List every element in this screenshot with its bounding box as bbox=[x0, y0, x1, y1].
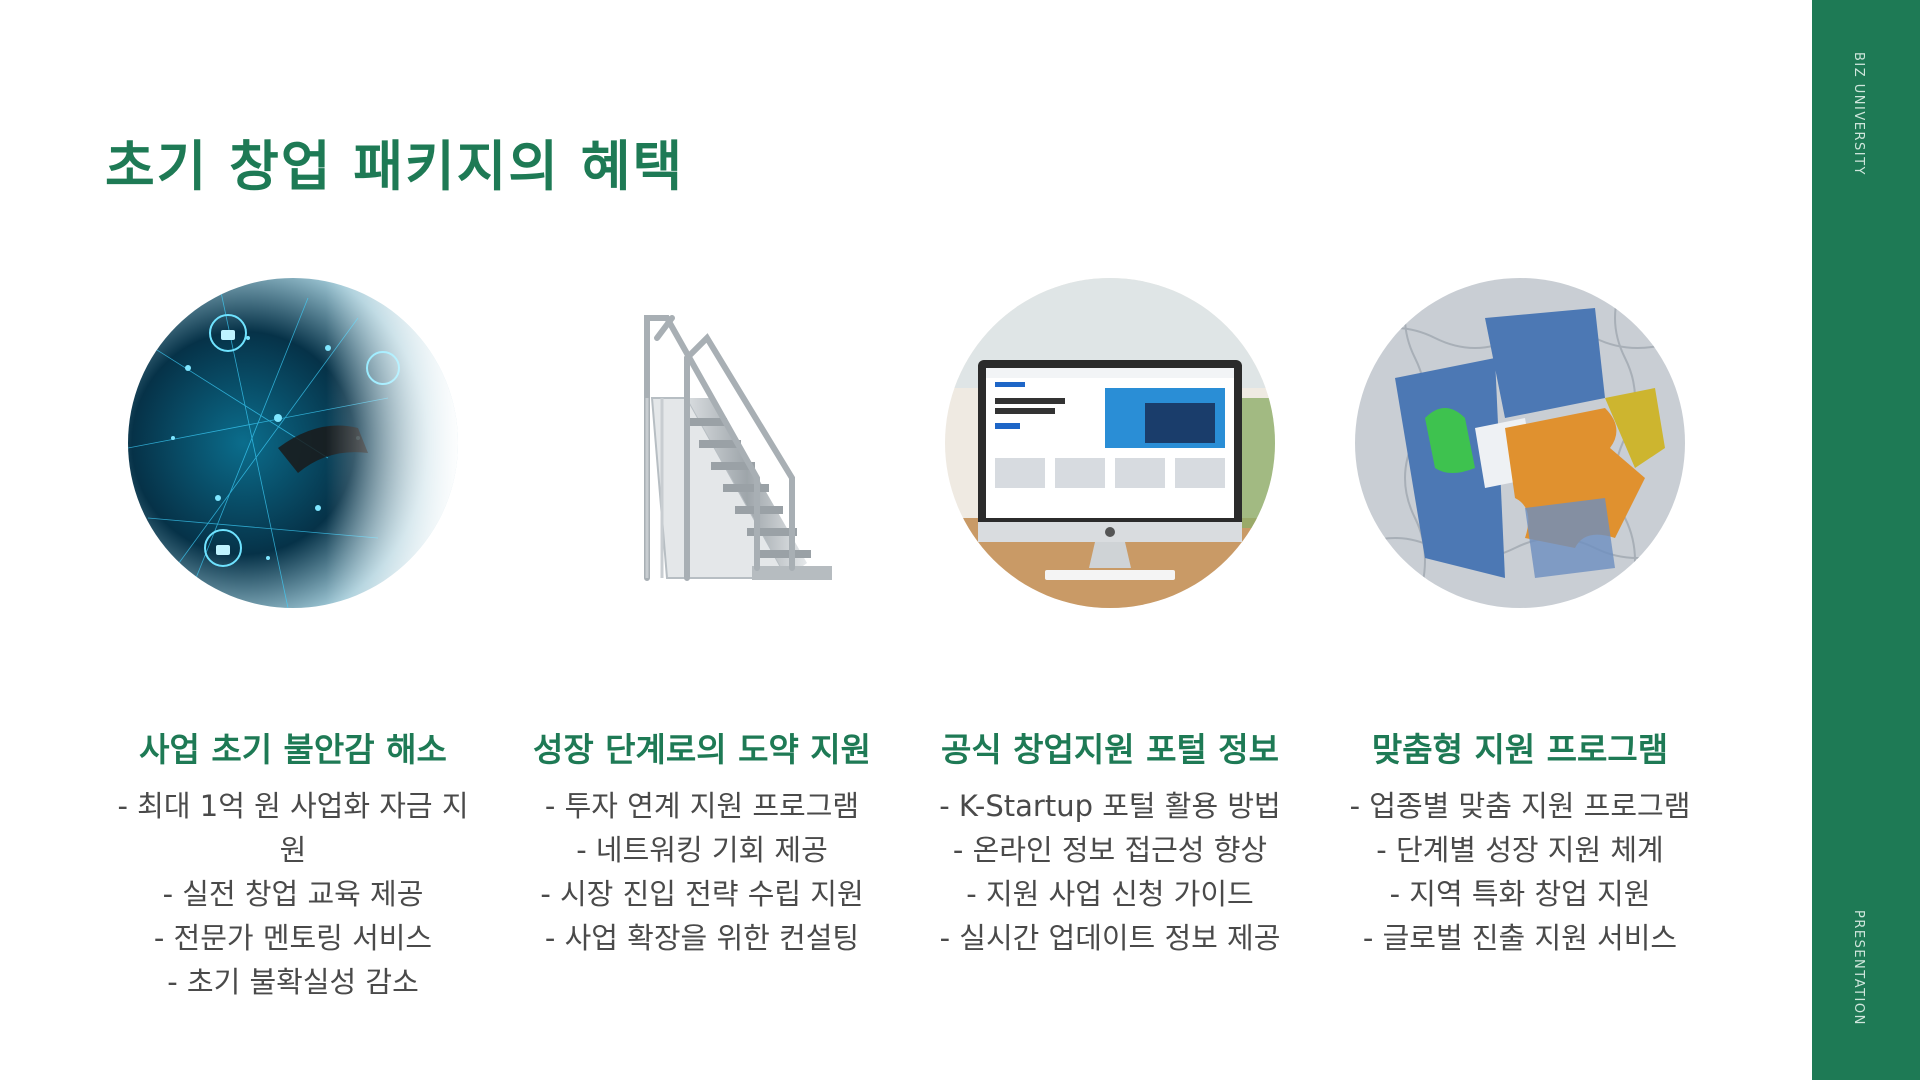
bullet-item: - 실전 창업 교육 제공 bbox=[162, 876, 424, 911]
bullet-item: - 지역 특화 창업 지원 bbox=[1389, 876, 1651, 911]
bullet-item: - 투자 연계 지원 프로그램 bbox=[544, 788, 860, 823]
bullet-item: - 사업 확장을 위한 컨설팅 bbox=[544, 920, 860, 955]
benefit-card: 공식 창업지원 포털 정보 - K-Startup 포털 활용 방법 - 온라인… bbox=[905, 278, 1315, 960]
stairs-icon bbox=[537, 278, 867, 608]
bullet-item: - 글로벌 진출 지원 서비스 bbox=[1362, 920, 1678, 955]
bullet-item: - 실시간 업데이트 정보 제공 bbox=[939, 920, 1281, 955]
bullet-list: - 업종별 맞춤 지원 프로그램 - 단계별 성장 지원 체계 - 지역 특화 … bbox=[1315, 784, 1725, 960]
bullet-item: - 업종별 맞춤 지원 프로그램 bbox=[1349, 788, 1691, 823]
bullet-item: - 최대 1억 원 사업화 자금 지원 bbox=[117, 788, 469, 867]
sidebar-label-bottom: PRESENTATION bbox=[1851, 910, 1866, 1026]
bullet-item: - 단계별 성장 지원 체계 bbox=[1376, 832, 1664, 867]
bullet-item: - 네트워킹 기회 제공 bbox=[576, 832, 828, 867]
page-title: 초기 창업 패키지의 혜택 bbox=[105, 135, 685, 198]
bullet-item: - 시장 진입 전략 수립 지원 bbox=[540, 876, 864, 911]
bullet-list: - 최대 1억 원 사업화 자금 지원 - 실전 창업 교육 제공 - 전문가 … bbox=[88, 784, 498, 1004]
bullet-item: - 전문가 멘토링 서비스 bbox=[153, 920, 433, 955]
bullet-list: - 투자 연계 지원 프로그램 - 네트워킹 기회 제공 - 시장 진입 전략 … bbox=[497, 784, 907, 960]
security-network-icon bbox=[128, 278, 458, 608]
card-title: 성장 단계로의 도약 지원 bbox=[532, 730, 872, 769]
bullet-item: - 초기 불확실성 감소 bbox=[167, 964, 419, 999]
benefit-card: 성장 단계로의 도약 지원 - 투자 연계 지원 프로그램 - 네트워킹 기회 … bbox=[497, 278, 907, 960]
bullet-item: - 지원 사업 신청 가이드 bbox=[966, 876, 1254, 911]
bullet-item: - K-Startup 포털 활용 방법 bbox=[939, 788, 1281, 823]
right-sidebar: BIZ UNIVERSITY PRESENTATION bbox=[1812, 0, 1920, 1080]
card-title: 공식 창업지원 포털 정보 bbox=[940, 730, 1280, 769]
computer-monitor-icon bbox=[945, 278, 1275, 608]
bullet-item: - 온라인 정보 접근성 향상 bbox=[952, 832, 1268, 867]
puzzle-icon bbox=[1355, 278, 1685, 608]
card-title: 사업 초기 불안감 해소 bbox=[139, 730, 447, 769]
card-title: 맞춤형 지원 프로그램 bbox=[1371, 730, 1669, 769]
benefit-card: 맞춤형 지원 프로그램 - 업종별 맞춤 지원 프로그램 - 단계별 성장 지원… bbox=[1315, 278, 1725, 960]
sidebar-label-top: BIZ UNIVERSITY bbox=[1851, 52, 1866, 176]
benefit-card: 사업 초기 불안감 해소 - 최대 1억 원 사업화 자금 지원 - 실전 창업… bbox=[88, 278, 498, 1004]
bullet-list: - K-Startup 포털 활용 방법 - 온라인 정보 접근성 향상 - 지… bbox=[905, 784, 1315, 960]
